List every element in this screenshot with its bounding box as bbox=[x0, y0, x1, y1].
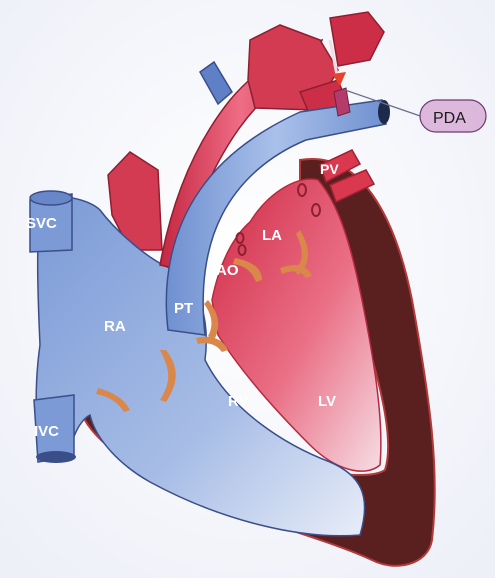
label-svc: SVC bbox=[26, 215, 57, 232]
label-pda: PDA bbox=[433, 110, 466, 127]
label-ra: RA bbox=[104, 318, 126, 335]
ivc-opening bbox=[36, 451, 76, 463]
label-pt: PT bbox=[174, 300, 193, 317]
label-la: LA bbox=[262, 227, 282, 244]
label-lv: LV bbox=[318, 393, 336, 410]
label-ivc: IVC bbox=[34, 423, 59, 440]
label-rv: RV bbox=[228, 393, 249, 410]
label-ao: AO bbox=[216, 262, 239, 279]
svc-opening bbox=[30, 191, 72, 205]
label-pv: PV bbox=[320, 161, 339, 177]
